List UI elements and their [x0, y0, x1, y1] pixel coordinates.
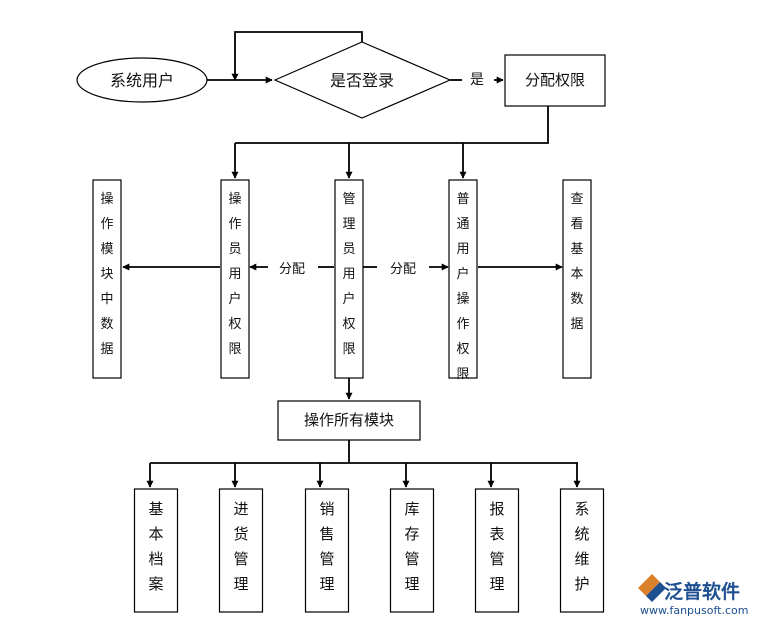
- role-normal-node: 普通用户操作权限: [448, 179, 478, 382]
- module-node-label: 库存管理: [404, 500, 419, 593]
- role-admin-node-label: 管理员用户权限: [342, 192, 355, 357]
- module-node-label: 销售管理: [319, 500, 334, 593]
- assign-node: 分配权限: [504, 54, 606, 107]
- decision-node: 是否登录: [273, 41, 452, 119]
- start-node: 系统用户: [76, 57, 208, 103]
- all-modules-node: 操作所有模块: [277, 400, 421, 441]
- role-operator-node: 操作员用户权限: [220, 179, 250, 379]
- edge-login-loop: [231, 31, 363, 81]
- edge-assign-down: [235, 106, 549, 144]
- module-node: 库存管理: [389, 488, 435, 613]
- assign-label: 分配权限: [525, 71, 585, 89]
- fanpu-logo-icon: [638, 574, 666, 602]
- start-label: 系统用户: [110, 71, 174, 90]
- module-node-label: 基本档案: [148, 500, 163, 593]
- role-data-node: 操作模块中数据: [92, 179, 122, 379]
- module-node-label: 进货管理: [233, 500, 248, 593]
- role-view-node: 查看基本数据: [562, 179, 592, 379]
- edge-label-assign-left: 分配: [279, 262, 305, 277]
- role-normal-node-label: 普通用户操作权限: [456, 192, 469, 382]
- watermark-name: 泛普软件: [664, 580, 740, 603]
- edge-label-assign-right: 分配: [390, 262, 416, 277]
- module-node: 销售管理: [304, 488, 350, 613]
- watermark-url: www.fanpusoft.com: [640, 604, 748, 617]
- module-node: 进货管理: [218, 488, 264, 613]
- role-data-node-label: 操作模块中数据: [100, 191, 113, 357]
- module-node-label: 系统维护: [574, 500, 589, 593]
- role-admin-node: 管理员用户权限: [334, 179, 364, 379]
- yes-label: 是: [470, 72, 484, 88]
- module-node: 系统维护: [559, 488, 605, 613]
- role-view-node-label: 查看基本数据: [570, 192, 583, 332]
- all-modules-label: 操作所有模块: [304, 411, 394, 429]
- role-operator-node-label: 操作员用户权限: [228, 191, 241, 357]
- module-node: 报表管理: [474, 488, 520, 613]
- module-node: 基本档案: [133, 488, 179, 613]
- module-node-label: 报表管理: [489, 500, 504, 593]
- decision-label: 是否登录: [330, 71, 394, 90]
- watermark: 泛普软件 www.fanpusoft.com: [638, 574, 748, 617]
